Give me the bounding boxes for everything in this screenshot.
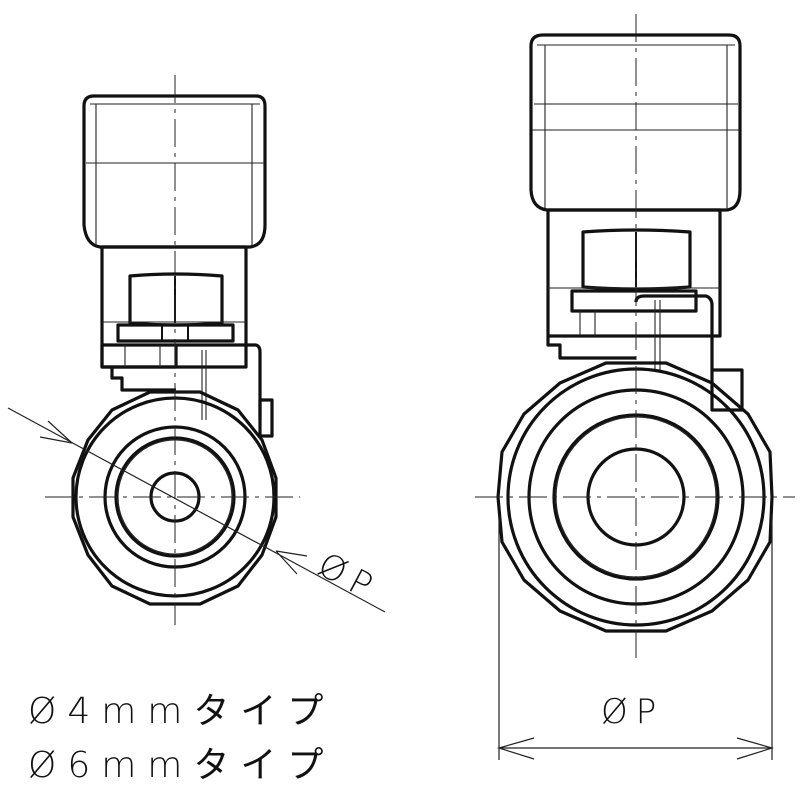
- knob-cap: [529, 33, 742, 212]
- valve-view-4mm: [7, 75, 386, 625]
- arrowhead-icon: [496, 737, 535, 760]
- valve-view-6mm: [475, 14, 795, 760]
- knob-cap: [82, 94, 267, 249]
- knurled-ring: [71, 390, 278, 606]
- type-label-6mm: Ø6mmタイプ: [28, 745, 335, 786]
- knurled-ring: [496, 361, 774, 633]
- arrowhead-icon: [275, 550, 308, 575]
- type-label-4mm: Ø4mmタイプ: [28, 691, 335, 732]
- dimension-label-right: ØP: [601, 692, 665, 732]
- arrowhead-icon: [736, 737, 775, 760]
- arrowhead-icon: [39, 420, 73, 444]
